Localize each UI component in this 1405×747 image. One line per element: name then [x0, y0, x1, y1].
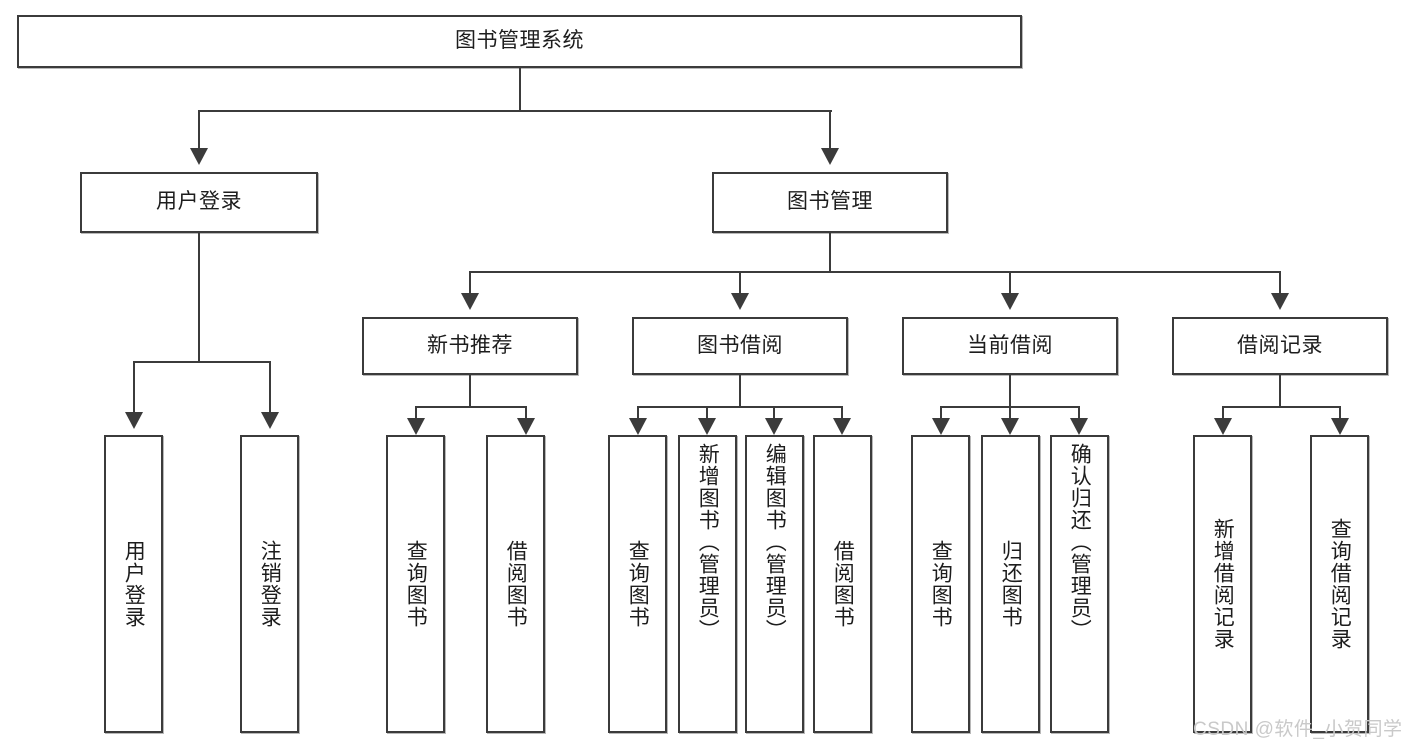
connector-book-borrow-bus	[637, 406, 843, 408]
connector-new-book-bus	[415, 406, 527, 408]
node-label: 查询图书	[929, 540, 953, 628]
leaf-current-borrow-confirm-return-admin[interactable]: 确认归还（管理员）	[1050, 435, 1109, 733]
arrow-book-mgmt-to-book-borrow	[731, 293, 749, 310]
arrow-current-borrow-to-leaf-0	[932, 418, 950, 435]
arrow-new-book-to-leaf-1	[517, 418, 535, 435]
node-label: 新增借阅记录	[1211, 518, 1235, 650]
arrow-book-borrow-to-leaf-1	[698, 418, 716, 435]
node-label: 用户登录	[122, 540, 146, 628]
connector-user-login-to-leaf-0	[133, 361, 135, 414]
connector-root-to-book-mgmt	[829, 110, 831, 150]
connector-current-borrow-to-leaf-2	[1078, 406, 1080, 420]
node-borrow-record[interactable]: 借阅记录	[1172, 317, 1388, 375]
connector-current-borrow-to-leaf-0	[940, 406, 942, 420]
node-label: 借阅记录	[1237, 333, 1323, 357]
node-label: 借阅图书	[504, 540, 528, 628]
leaf-current-borrow-query-book[interactable]: 查询图书	[911, 435, 970, 733]
arrow-user-login-to-leaf-1	[261, 412, 279, 429]
connector-new-book-to-leaf-1	[525, 406, 527, 420]
connector-new-book-to-leaf-0	[415, 406, 417, 420]
leaf-book-borrow-query-book[interactable]: 查询图书	[608, 435, 667, 733]
node-label: 当前借阅	[967, 333, 1053, 357]
node-book-management[interactable]: 图书管理	[712, 172, 948, 233]
arrow-book-mgmt-to-new-book	[461, 293, 479, 310]
node-label: 确认归还（管理员）	[1068, 443, 1092, 641]
connector-root-stem	[519, 68, 521, 111]
connector-book-borrow-to-leaf-1	[706, 406, 708, 420]
connector-new-book-stem	[469, 375, 471, 408]
connector-book-mgmt-to-book-borrow	[739, 271, 741, 295]
node-label: 查询借阅记录	[1328, 518, 1352, 650]
node-label: 新增图书（管理员）	[696, 443, 720, 641]
node-label: 注销登录	[258, 540, 282, 628]
arrow-new-book-to-leaf-0	[407, 418, 425, 435]
arrow-book-mgmt-to-borrow-record	[1271, 293, 1289, 310]
node-book-borrow[interactable]: 图书借阅	[632, 317, 848, 375]
arrow-root-to-book-mgmt	[821, 148, 839, 165]
connector-book-borrow-to-leaf-3	[841, 406, 843, 420]
connector-book-borrow-stem	[739, 375, 741, 408]
connector-current-borrow-stem	[1009, 375, 1011, 408]
connector-book-mgmt-bus	[469, 271, 1281, 273]
leaf-new-book-borrow-book[interactable]: 借阅图书	[486, 435, 545, 733]
node-label: 归还图书	[999, 540, 1023, 628]
leaf-book-borrow-edit-book-admin[interactable]: 编辑图书（管理员）	[745, 435, 804, 733]
arrow-borrow-record-to-leaf-1	[1331, 418, 1349, 435]
leaf-borrow-record-add-record[interactable]: 新增借阅记录	[1193, 435, 1252, 733]
connector-book-mgmt-stem	[829, 233, 831, 272]
arrow-root-to-user-login	[190, 148, 208, 165]
node-user-login[interactable]: 用户登录	[80, 172, 318, 233]
node-current-borrow[interactable]: 当前借阅	[902, 317, 1118, 375]
leaf-user-login-logout[interactable]: 注销登录	[240, 435, 299, 733]
connector-borrow-record-bus	[1222, 406, 1341, 408]
leaf-book-borrow-add-book-admin[interactable]: 新增图书（管理员）	[678, 435, 737, 733]
node-label: 用户登录	[156, 190, 242, 214]
leaf-book-borrow-borrow-book[interactable]: 借阅图书	[813, 435, 872, 733]
arrow-borrow-record-to-leaf-0	[1214, 418, 1232, 435]
connector-borrow-record-to-leaf-1	[1339, 406, 1341, 420]
connector-user-login-to-leaf-1	[269, 361, 271, 414]
arrow-book-borrow-to-leaf-0	[629, 418, 647, 435]
connector-borrow-record-stem	[1279, 375, 1281, 408]
leaf-user-login-login[interactable]: 用户登录	[104, 435, 163, 733]
arrow-book-mgmt-to-current-borrow	[1001, 293, 1019, 310]
node-label: 图书管理系统	[455, 29, 584, 53]
leaf-borrow-record-query-record[interactable]: 查询借阅记录	[1310, 435, 1369, 733]
connector-root-bus	[198, 110, 832, 112]
arrow-user-login-to-leaf-0	[125, 412, 143, 429]
connector-root-to-user-login	[198, 110, 200, 150]
connector-current-borrow-to-leaf-1	[1009, 406, 1011, 420]
connector-book-borrow-to-leaf-2	[773, 406, 775, 420]
node-label: 图书管理	[787, 190, 873, 214]
connector-book-mgmt-to-current-borrow	[1009, 271, 1011, 295]
connector-book-mgmt-to-borrow-record	[1279, 271, 1281, 295]
leaf-new-book-query-book[interactable]: 查询图书	[386, 435, 445, 733]
node-label: 图书借阅	[697, 333, 783, 357]
node-new-book-recommend[interactable]: 新书推荐	[362, 317, 578, 375]
node-label: 查询图书	[626, 540, 650, 628]
connector-user-login-bus	[133, 361, 270, 363]
node-label: 借阅图书	[831, 540, 855, 628]
connector-user-login-stem	[198, 233, 200, 362]
node-root-system[interactable]: 图书管理系统	[17, 15, 1022, 68]
arrow-current-borrow-to-leaf-1	[1001, 418, 1019, 435]
connector-book-mgmt-to-new-book	[469, 271, 471, 295]
node-label: 查询图书	[404, 540, 428, 628]
node-label: 新书推荐	[427, 333, 513, 357]
connector-book-borrow-to-leaf-0	[637, 406, 639, 420]
arrow-current-borrow-to-leaf-2	[1070, 418, 1088, 435]
leaf-current-borrow-return-book[interactable]: 归还图书	[981, 435, 1040, 733]
connector-borrow-record-to-leaf-0	[1222, 406, 1224, 420]
arrow-book-borrow-to-leaf-2	[765, 418, 783, 435]
arrow-book-borrow-to-leaf-3	[833, 418, 851, 435]
node-label: 编辑图书（管理员）	[763, 443, 787, 641]
